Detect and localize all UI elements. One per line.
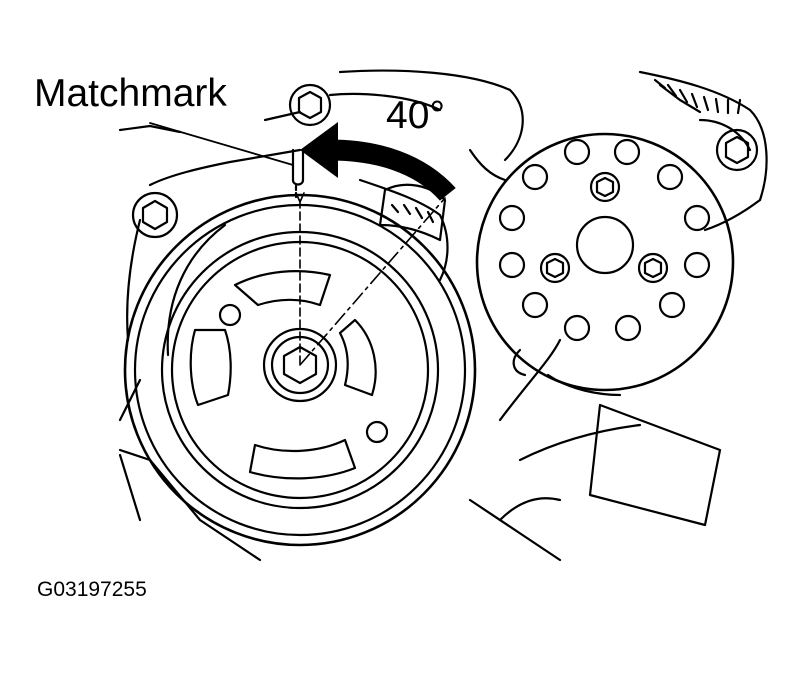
engine-block-outline — [120, 71, 767, 560]
gear-teeth-top-right — [655, 80, 740, 113]
timing-mark-plate — [380, 185, 445, 240]
block-bolt-left — [133, 193, 177, 237]
block-bolt-right — [717, 130, 757, 170]
matchmark-label: Matchmark — [34, 72, 227, 115]
matchmark-tab — [293, 150, 303, 200]
matchmark-leader-line — [150, 123, 293, 165]
pulley-bolt-top — [591, 173, 619, 201]
pulley-bolt-right — [639, 254, 667, 282]
crankshaft-pulley — [125, 193, 475, 545]
rotation-angle-label: 40° — [386, 94, 445, 137]
water-pump-pulley — [477, 134, 733, 390]
block-bolt-top — [290, 85, 330, 125]
figure-code-label: G03197255 — [37, 578, 147, 601]
pulley-bolt-left — [541, 254, 569, 282]
rotation-arrow — [300, 122, 455, 200]
